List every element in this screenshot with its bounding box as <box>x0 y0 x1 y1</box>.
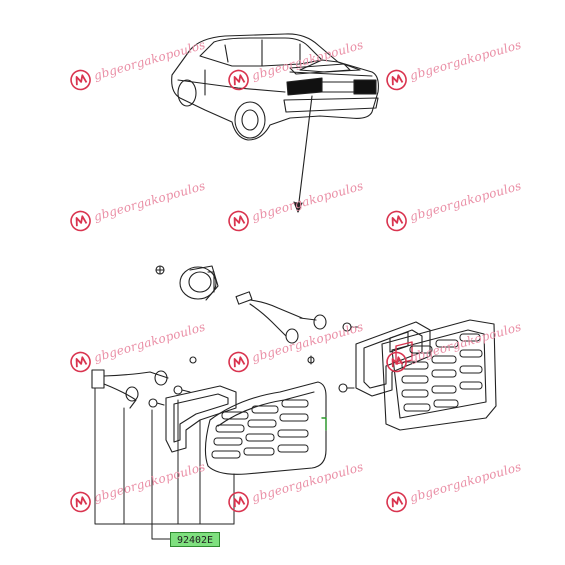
screws <box>148 322 359 408</box>
car-illustration <box>171 33 379 141</box>
left-tail-lamp-lens <box>204 381 327 475</box>
part-number-label[interactable]: 92402E <box>170 532 220 547</box>
callout-leader-lines <box>94 387 235 540</box>
lamp-gasket <box>165 385 237 453</box>
lower-wiring-harness <box>91 369 169 409</box>
pointer-arrow <box>293 95 313 213</box>
upper-wiring-harness <box>235 291 327 365</box>
bulb-socket <box>155 265 219 301</box>
right-tail-lamp-lens <box>381 319 497 431</box>
